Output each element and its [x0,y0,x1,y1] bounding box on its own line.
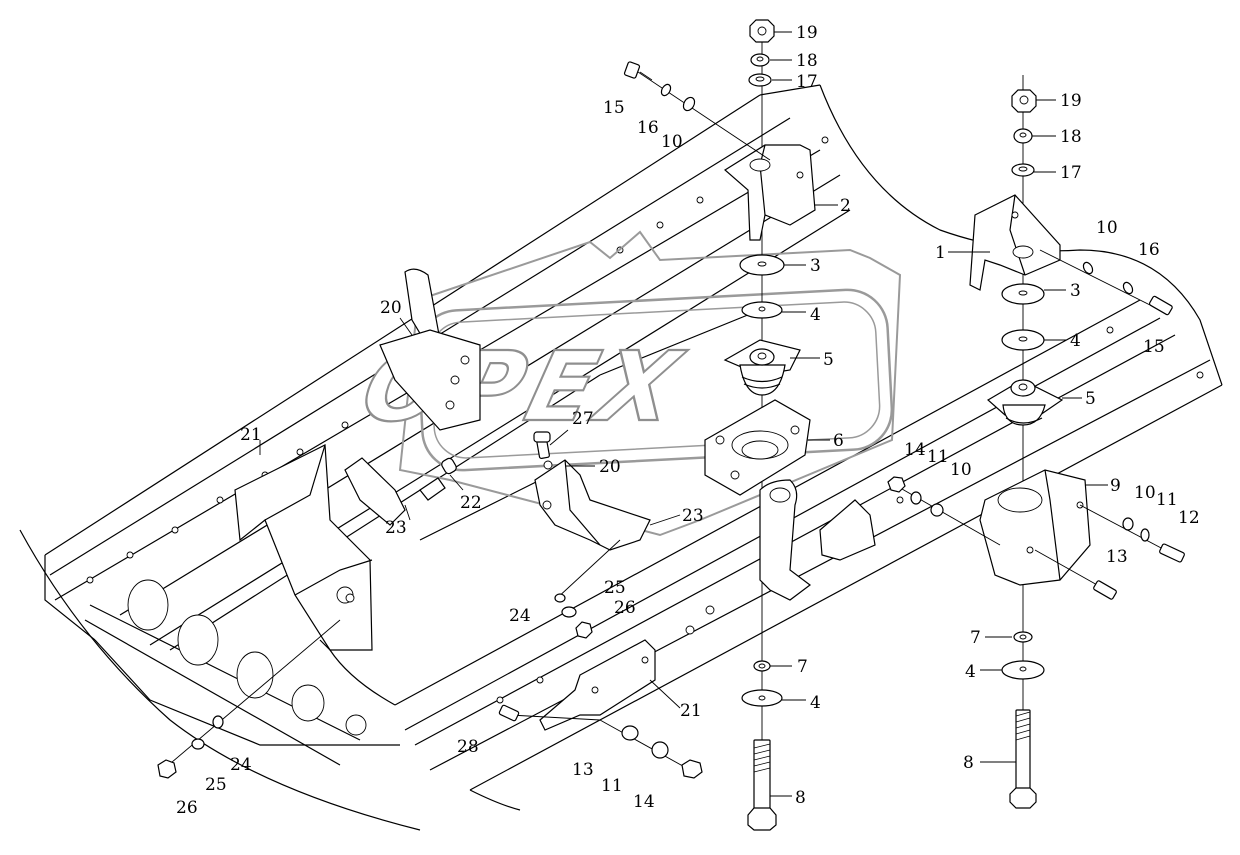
callout-22: 22 [460,493,482,513]
callout-9: 9 [1110,476,1121,496]
callout-7: 7 [970,628,981,648]
callout-5: 5 [1085,389,1096,409]
callout-11: 11 [601,776,623,796]
callout-13: 13 [1106,547,1128,567]
left-bracket-assembly [234,268,481,651]
callout-20: 20 [380,298,402,318]
callout-17: 17 [796,72,818,92]
callout-20: 20 [599,457,621,477]
callout-23: 23 [385,518,407,538]
callout-11: 11 [927,447,949,467]
center-bracket-assembly [533,431,651,551]
callout-10: 10 [1134,483,1156,503]
callout-26: 26 [176,798,198,818]
callout-16: 16 [1138,240,1160,260]
callout-3: 3 [1070,281,1081,301]
callout-2: 2 [840,196,851,216]
callout-10: 10 [950,460,972,480]
right-mount-stack [969,75,1091,809]
callout-13: 13 [572,760,594,780]
callout-7: 7 [797,657,808,677]
callout-12: 12 [1178,508,1200,528]
callout-3: 3 [810,256,821,276]
callout-8: 8 [963,753,974,773]
callout-4: 4 [965,662,976,682]
callout-17: 17 [1060,163,1082,183]
callout-1: 1 [935,243,946,263]
callout-11: 11 [1156,490,1178,510]
callout-25: 25 [205,775,227,795]
callout-14: 14 [904,440,926,460]
callout-24: 24 [230,755,252,775]
callout-19: 19 [796,23,818,43]
callout-25: 25 [604,578,626,598]
callout-16: 16 [637,118,659,138]
callout-24: 24 [509,606,531,626]
callout-28: 28 [457,737,479,757]
frame-rails [19,84,1223,831]
callout-4: 4 [1070,331,1081,351]
callout-4: 4 [810,693,821,713]
callout-15: 15 [603,98,625,118]
callout-23: 23 [682,506,704,526]
callout-4: 4 [810,305,821,325]
callout-6: 6 [833,431,844,451]
left-mount-stack [704,19,876,831]
loose-fasteners [157,61,1185,779]
callout-18: 18 [1060,127,1082,147]
callout-14: 14 [633,792,655,812]
leader-lines [259,31,1108,797]
callout-15: 15 [1143,337,1165,357]
callout-27: 27 [572,409,594,429]
callout-8: 8 [795,788,806,808]
callout-5: 5 [823,350,834,370]
callout-21: 21 [240,425,262,445]
callout-10: 10 [661,132,683,152]
part-labels: 19 18 17 15 16 10 2 3 4 5 6 20 27 20 21 … [176,23,1200,818]
callout-10: 10 [1096,218,1118,238]
callout-19: 19 [1060,91,1082,111]
callout-26: 26 [614,598,636,618]
callout-21: 21 [680,701,702,721]
callout-18: 18 [796,51,818,71]
